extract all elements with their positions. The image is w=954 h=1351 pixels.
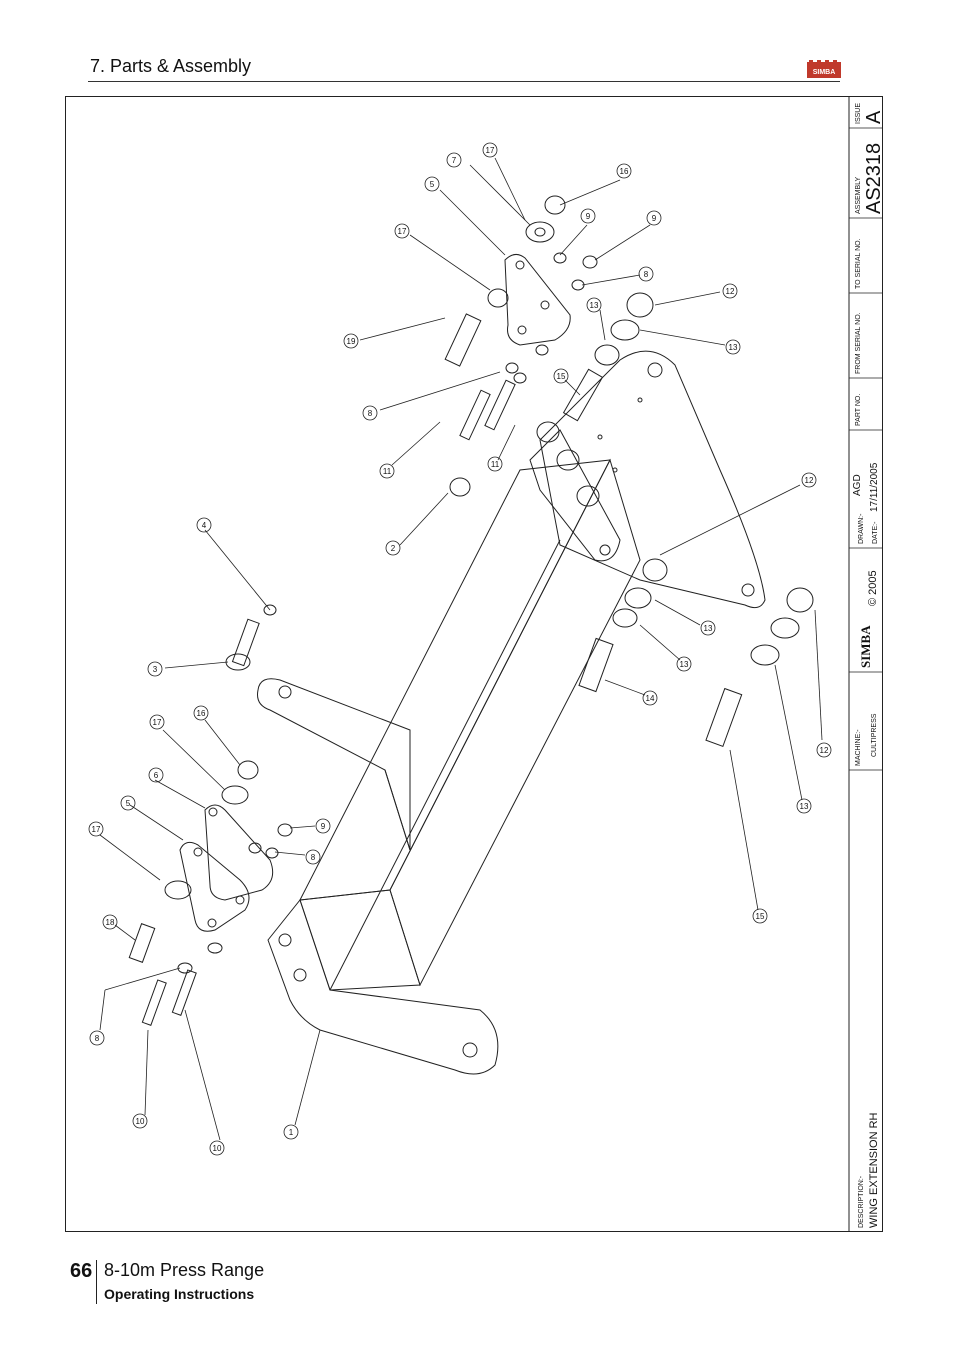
- callout-label: 12: [726, 287, 735, 296]
- callout-label: 9: [586, 212, 591, 221]
- logo-text: SIMBA: [813, 69, 836, 76]
- callout-label: 13: [680, 660, 689, 669]
- section-title: 7. Parts & Assembly: [90, 56, 252, 76]
- header-rule: [88, 81, 840, 82]
- callout-label: 10: [136, 1117, 145, 1126]
- drawn-label: DRAWN:-: [858, 513, 865, 544]
- callout-label: 3: [153, 665, 158, 674]
- simba-logo-icon: SIMBA: [807, 60, 841, 78]
- callout-label: 17: [92, 825, 101, 834]
- link-plate-upper: [504, 254, 571, 346]
- machine-label: MACHINE:-: [855, 729, 862, 766]
- callout-label: 11: [383, 467, 392, 476]
- callout-label: 18: [106, 918, 115, 927]
- callout-bubbles: 7 17 5 17 16 9 9 8 12 13 19 8 11 11 2 15…: [88, 142, 832, 1156]
- callout-label: 15: [756, 912, 765, 921]
- page-number: 66: [70, 1260, 93, 1282]
- callout-label: 13: [729, 343, 738, 352]
- callout-label: 10: [213, 1144, 222, 1153]
- title-block: DESCRIPTION:- WING EXTENSION RH MACHINE:…: [848, 96, 885, 1232]
- leader-lines: [99, 157, 823, 1141]
- callout-label: 15: [557, 372, 566, 381]
- drawn-value: AGD: [852, 474, 863, 496]
- callout-label: 8: [311, 853, 316, 862]
- assembly-number: AS2318: [863, 143, 885, 214]
- callout-label: 13: [704, 624, 713, 633]
- callout-label: 12: [820, 746, 829, 755]
- pivot-bracket: [257, 678, 411, 851]
- description-label: DESCRIPTION:-: [858, 1175, 865, 1228]
- callout-label: 5: [126, 799, 131, 808]
- callout-label: 2: [391, 544, 396, 553]
- callout-label: 16: [620, 167, 629, 176]
- hinge-bracket-right: [529, 350, 766, 609]
- issue-value: A: [863, 110, 885, 124]
- footer-divider: [96, 1260, 97, 1304]
- to-serial-label: TO SERIAL NO.: [855, 238, 862, 289]
- callout-label: 17: [398, 227, 407, 236]
- callout-label: 19: [347, 337, 356, 346]
- description-value: WING EXTENSION RH: [868, 1112, 880, 1228]
- callout-label: 4: [202, 521, 207, 530]
- callout-label: 17: [486, 146, 495, 155]
- callout-label: 8: [368, 409, 373, 418]
- callout-label: 13: [590, 301, 599, 310]
- main-beam: [299, 458, 641, 991]
- link-plate-lower: [179, 804, 274, 932]
- callout-label: 5: [430, 180, 435, 189]
- footer-subtitle: Operating Instructions: [104, 1286, 255, 1302]
- callout-label: 17: [153, 718, 162, 727]
- callout-label: 9: [321, 822, 326, 831]
- issue-label: ISSUE: [855, 103, 862, 124]
- drawing-frame: [65, 96, 883, 1232]
- callout-label: 9: [652, 214, 657, 223]
- footer-range: 8-10m Press Range: [104, 1260, 265, 1280]
- callout-label: 16: [197, 709, 206, 718]
- callout-label: 8: [95, 1034, 100, 1043]
- callout-label: 13: [800, 802, 809, 811]
- mount-plate: [267, 898, 499, 1075]
- washers-nuts: [164, 195, 814, 974]
- from-serial-label: FROM SERIAL NO.: [855, 312, 862, 374]
- callout-label: 8: [644, 270, 649, 279]
- assembly-label: ASSEMBLY: [855, 176, 862, 214]
- callout-label: 14: [646, 694, 655, 703]
- callout-label: 11: [491, 460, 500, 469]
- date-label: DATE:-: [872, 521, 879, 544]
- callout-label: 12: [805, 476, 814, 485]
- copyright: © 2005: [867, 570, 879, 606]
- part-no-label: PART NO.: [855, 394, 862, 426]
- machine-value: CULTIPRESS: [871, 713, 878, 757]
- callout-label: 7: [452, 156, 457, 165]
- brand-mark: SIMBA: [858, 625, 873, 668]
- bolts: [128, 313, 743, 1026]
- callout-label: 6: [154, 771, 159, 780]
- callout-label: 1: [289, 1128, 294, 1137]
- date-value: 17/11/2005: [869, 462, 880, 512]
